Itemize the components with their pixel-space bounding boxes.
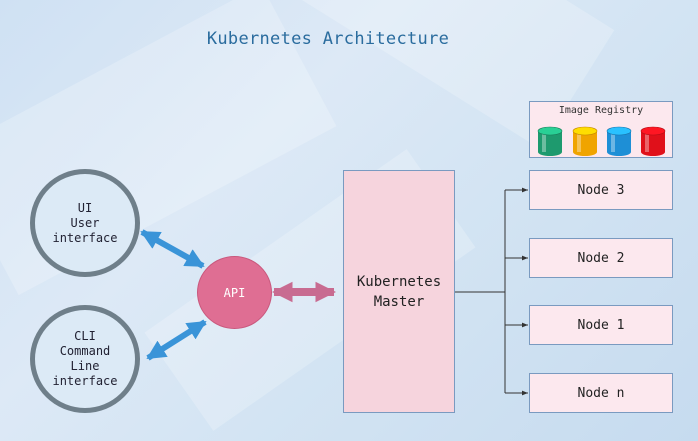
node-label: Node n [577, 385, 625, 401]
registry-cylinder-icon [606, 126, 632, 156]
cli-label-line: interface [52, 374, 118, 388]
node-label: Node 3 [577, 182, 625, 198]
registry-cylinder-icon [572, 126, 598, 156]
page-title: Kubernetes Architecture [206, 29, 450, 49]
cli-label-line: CLI [74, 329, 96, 343]
cli-label-line: Command [59, 344, 111, 358]
node-label: Node 1 [577, 317, 625, 333]
cli-api-arrow [146, 319, 207, 361]
registry-cylinder-icon [537, 126, 563, 156]
api-label: API [223, 285, 246, 300]
cli-client-node[interactable]: CLI Command Line interface [30, 305, 140, 413]
image-registry-label: Image Registry [558, 105, 644, 116]
ui-label-line: User [70, 215, 100, 230]
node-label: Node 2 [577, 250, 625, 266]
node-n-box[interactable]: Node n [529, 373, 673, 413]
node-3-box[interactable]: Node 3 [529, 170, 673, 210]
node-2-box[interactable]: Node 2 [529, 238, 673, 278]
master-label-line: Master [373, 293, 425, 310]
node-1-box[interactable]: Node 1 [529, 305, 673, 345]
ui-label-line: UI [77, 200, 93, 215]
cli-label-line: Line [70, 359, 100, 373]
master-label-line: Kubernetes [356, 273, 442, 290]
registry-cylinder-icon [640, 126, 666, 156]
ui-api-arrow [140, 229, 205, 269]
ui-client-node[interactable]: UI User interface [30, 169, 140, 277]
api-node[interactable]: API [197, 256, 272, 329]
image-registry-box[interactable]: Image Registry [529, 101, 673, 158]
ui-label-line: interface [52, 230, 118, 245]
kubernetes-master-node[interactable]: Kubernetes Master [343, 170, 455, 413]
